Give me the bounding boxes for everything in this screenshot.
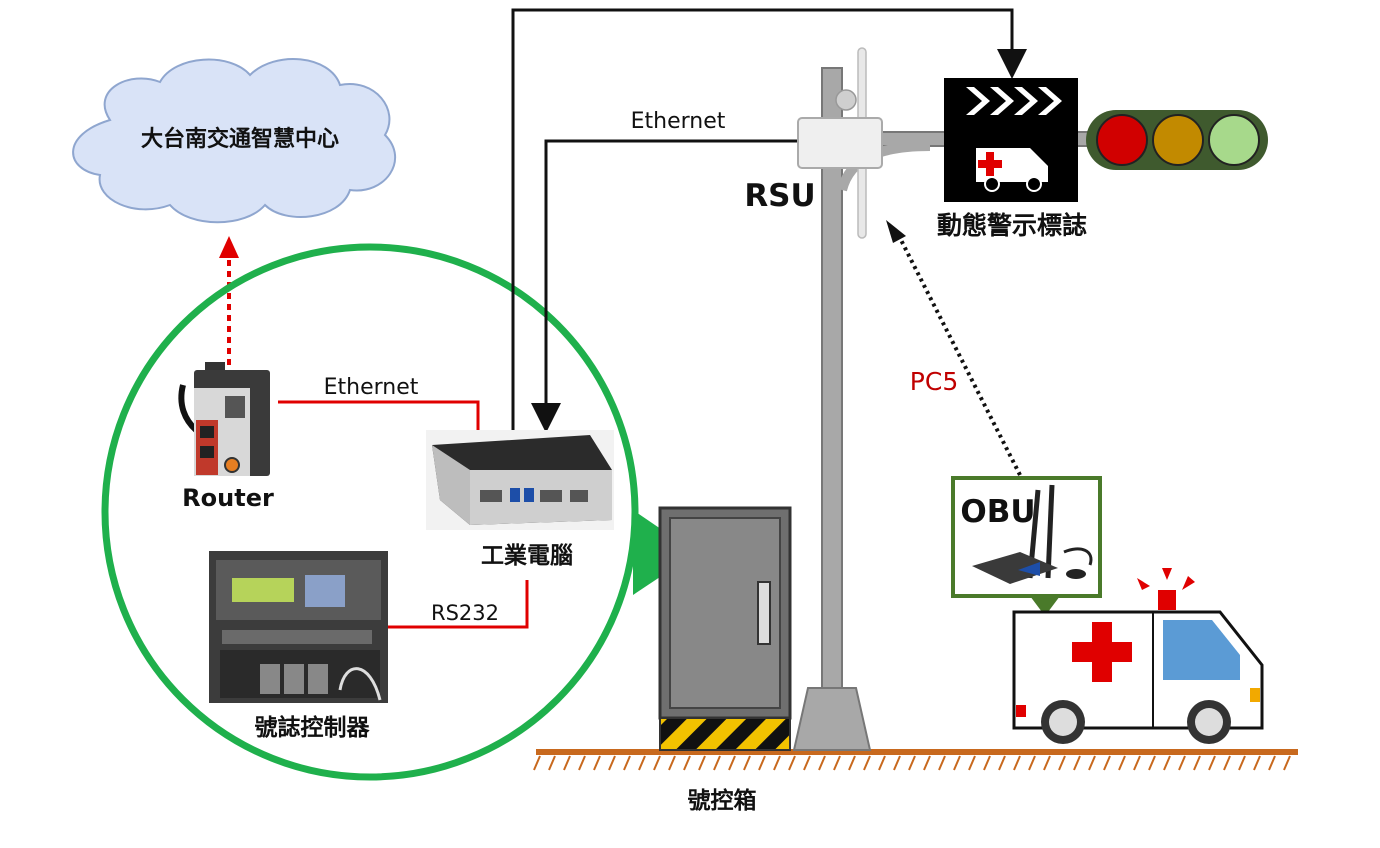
industrial-pc-device	[426, 430, 614, 530]
traffic-center-cloud	[72, 58, 397, 224]
rsu-device	[797, 47, 883, 239]
pc5-link	[886, 220, 1022, 476]
ground-line	[533, 749, 1298, 771]
signal-cabinet	[658, 506, 792, 751]
ambulance	[1012, 568, 1264, 744]
router-to-cloud-link	[219, 236, 239, 365]
sign-label: 動態警示標誌	[937, 211, 1087, 240]
obu-label: OBU	[960, 494, 1035, 530]
controller-label: 號誌控制器	[255, 714, 371, 741]
ipc-label: 工業電腦	[481, 542, 573, 569]
ipc-to-controller-link	[388, 580, 529, 629]
router-label: Router	[182, 484, 274, 512]
cabinet-label: 號控箱	[688, 787, 757, 814]
dynamic-warning-sign	[944, 78, 1078, 202]
router-to-ipc-link	[278, 400, 480, 430]
ipc-to-sign-link	[511, 8, 1027, 430]
ethernet-router-label: Ethernet	[324, 375, 419, 400]
obu-device	[951, 476, 1102, 616]
ethernet-top-label: Ethernet	[631, 109, 726, 134]
rsu-to-ipc-link	[531, 139, 798, 433]
rs232-label: RS232	[431, 601, 499, 625]
rsu-label: RSU	[744, 178, 815, 214]
signal-controller-device	[209, 551, 388, 703]
pc5-label: PC5	[910, 367, 958, 396]
router-device	[178, 362, 270, 476]
traffic-light	[1086, 110, 1268, 170]
cloud-label: 大台南交通智慧中心	[141, 126, 339, 152]
